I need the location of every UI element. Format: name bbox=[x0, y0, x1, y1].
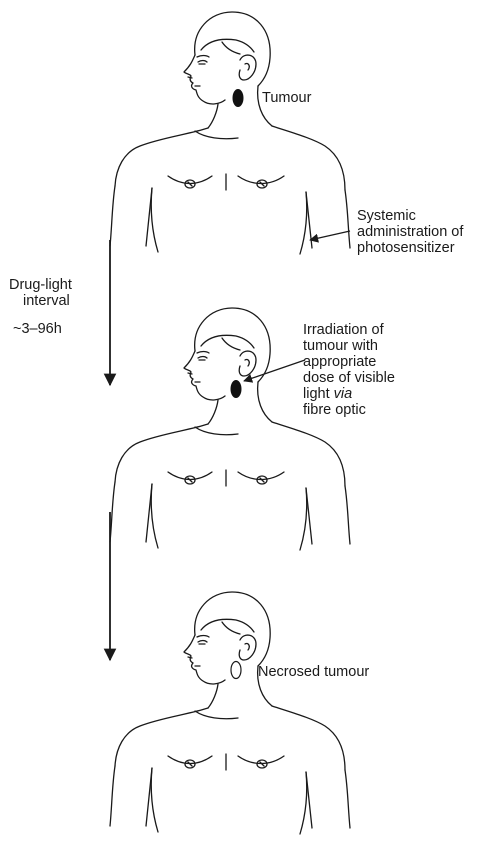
tumour-mark bbox=[233, 89, 244, 107]
irradiation-label: Irradiation of tumour with appropriate d… bbox=[303, 322, 395, 418]
irradiated-tumour-mark bbox=[231, 380, 242, 398]
figure-1-body bbox=[110, 12, 350, 254]
necrosed-tumour-label: Necrosed tumour bbox=[258, 664, 369, 680]
via-italic: via bbox=[334, 386, 353, 402]
systemic-administration-label: Systemic administration of photosensitiz… bbox=[357, 208, 463, 256]
tumour-label: Tumour bbox=[262, 90, 311, 106]
necrosed-tumour-mark bbox=[231, 662, 241, 679]
figure-3-body bbox=[110, 592, 350, 834]
interval-range-label: ~3–96h bbox=[13, 321, 62, 337]
drug-light-interval-label: Drug-light interval bbox=[9, 277, 72, 309]
systemic-arrow bbox=[310, 231, 350, 240]
